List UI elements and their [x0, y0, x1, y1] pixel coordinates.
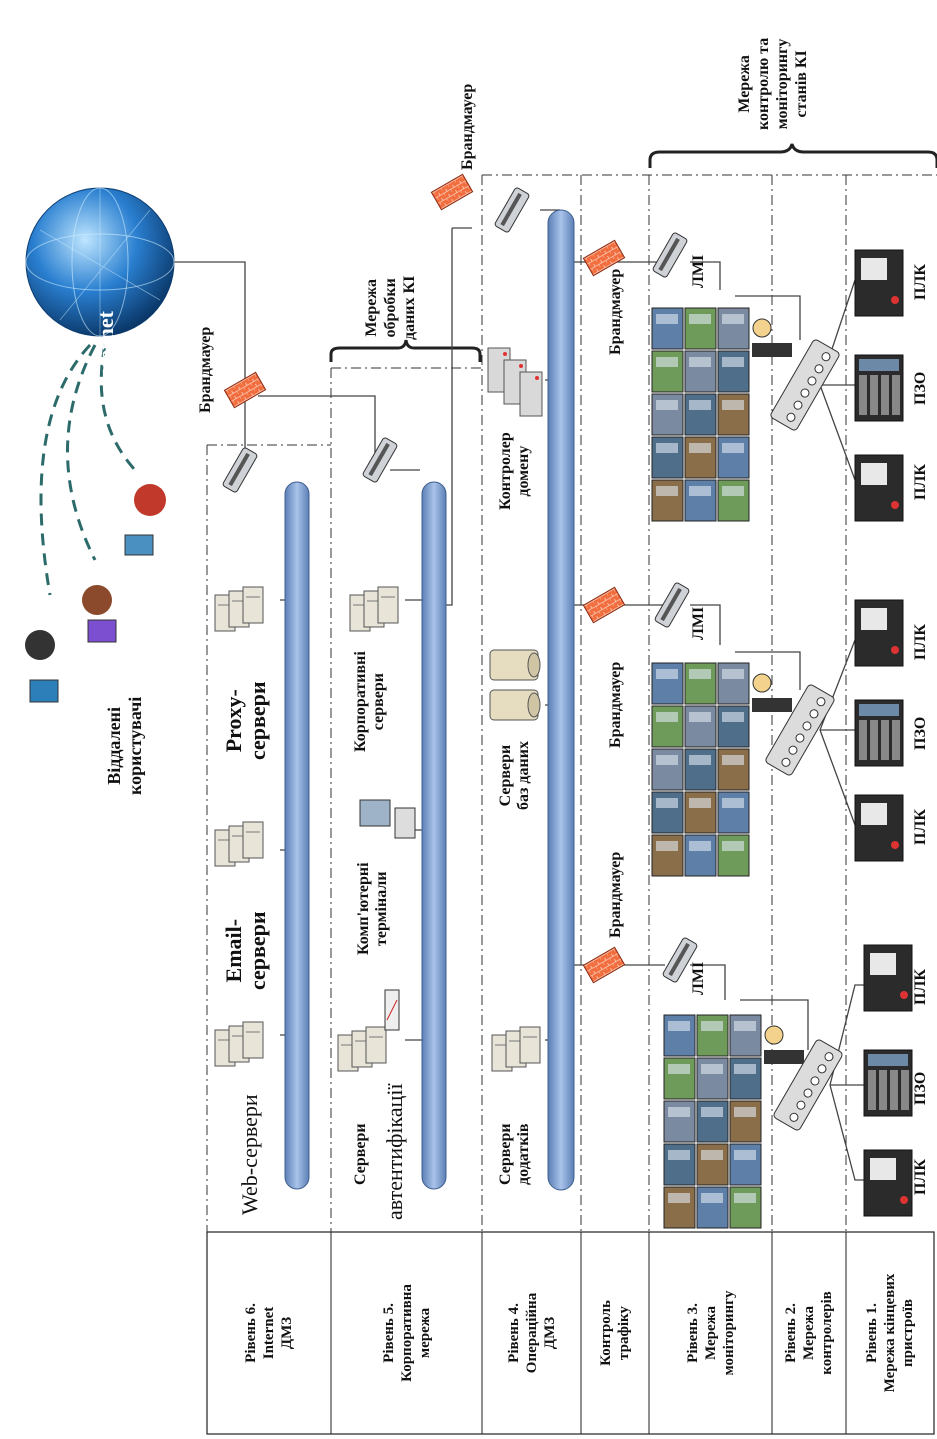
network-buses	[284, 209, 575, 1191]
pzo-device-icon	[854, 699, 904, 767]
pzo-label: ПЗО	[912, 371, 929, 405]
plc-label: ПЛК	[912, 1159, 929, 1195]
dmz-zone-label: Мережа обробки даних КІ	[363, 275, 418, 340]
plc-device-icon	[854, 249, 904, 317]
pzo-device-icon	[854, 354, 904, 422]
firewall-label: Брандмауер	[197, 326, 214, 413]
internet-label: Internet	[93, 311, 118, 388]
plc-device-icon	[863, 944, 913, 1012]
firewall-icon	[582, 586, 626, 624]
hmi-label: ЛМІ	[690, 961, 707, 995]
firewall-label: Брандмауер	[459, 83, 476, 170]
pzo-label: ПЗО	[912, 716, 929, 750]
domain-controller-icon	[487, 347, 543, 417]
plc-device-icon	[854, 454, 904, 522]
terminals-label: Комп'ютерні термінали	[355, 862, 390, 955]
terminal-icon	[359, 799, 416, 839]
firewall-icon	[223, 371, 267, 409]
remote-users-label: Віддалені користувачі	[104, 696, 145, 795]
auth-servers-label-top: Сервери	[352, 1123, 369, 1185]
switch-icon	[362, 437, 398, 483]
db-servers-label: Сервери баз даних	[497, 741, 532, 810]
email-servers-label: Email- сервери	[221, 911, 270, 990]
bus-level-6	[284, 481, 310, 1190]
level-table	[206, 1231, 935, 1435]
auth-servers-label-bottom: автентифікації	[382, 1083, 407, 1220]
level-6-label: Рівень 6. Internet ДМЗ	[243, 1303, 295, 1363]
bus-level-5	[421, 481, 447, 1190]
firewall-icon	[582, 239, 626, 277]
devices	[214, 187, 913, 1229]
firewall-label: Брандмауер	[607, 268, 624, 355]
database-server-icon	[489, 689, 541, 721]
zone-separators	[206, 174, 937, 1232]
plc-label: ПЛК	[912, 969, 929, 1005]
app-servers-label: Сервери додатків	[497, 1123, 532, 1185]
plc-device-icon	[854, 794, 904, 862]
hmi-label: ЛМІ	[690, 254, 707, 288]
level-1-label: Рівень 1. Мережа кінцевих пристроїв	[864, 1273, 916, 1393]
switch-icon	[494, 187, 530, 233]
database-server-icon	[489, 649, 541, 681]
domain-controller-label: Контролер домену	[497, 432, 532, 510]
plc-label: ПЛК	[912, 809, 929, 845]
firewall-icon	[582, 946, 626, 984]
proxy-servers-label: Proxy- сервери	[221, 681, 270, 760]
control-zone-label: Мережа контролю та моніторингу станів КІ	[736, 37, 810, 130]
plc-label: ПЛК	[912, 464, 929, 500]
remote-user-icon	[25, 484, 166, 703]
bus-level-4	[547, 209, 575, 1191]
switch-icon	[654, 582, 690, 628]
plc-label: ПЛК	[912, 624, 929, 660]
dmz-brace	[329, 339, 482, 362]
firewall-icon	[430, 173, 474, 211]
hmi-screens-icon	[663, 1014, 804, 1229]
level-4-label: Рівень 4. Операційна ДМЗ	[505, 1292, 558, 1374]
level-2-label: Рівень 2. Мережа контролерів	[783, 1291, 835, 1375]
web-server-icon	[214, 1021, 264, 1067]
firewall-label: Брандмауер	[607, 661, 624, 748]
proxy-server-icon	[214, 586, 264, 632]
internet-globe-icon	[25, 187, 175, 337]
hmi-label: ЛМІ	[690, 606, 707, 640]
plc-device-icon	[863, 1149, 913, 1217]
app-server-icon	[491, 1026, 541, 1072]
controller-hub-icon	[773, 1039, 843, 1131]
pzo-label: ПЗО	[912, 1071, 929, 1105]
pzo-device-icon	[863, 1049, 913, 1117]
corporate-server-icon	[349, 586, 399, 632]
corporate-servers-label: Корпоративні сервери	[352, 651, 387, 752]
auth-device-icon	[384, 989, 400, 1031]
switch-icon	[662, 937, 698, 983]
controller-hub-icon	[770, 339, 840, 431]
firewall-label: Брандмауер	[607, 851, 624, 938]
web-servers-label: Web-сервери	[237, 1094, 262, 1215]
control-brace	[648, 143, 937, 168]
level-5-label: Рівень 5. Корпоративна мережа	[380, 1284, 433, 1382]
hmi-screens-icon	[651, 662, 792, 877]
auth-server-icon	[337, 1026, 387, 1072]
hmi-screens-icon	[651, 307, 792, 522]
controller-hub-icon	[765, 684, 835, 776]
firewalls	[223, 173, 626, 984]
switch-icon	[222, 447, 258, 493]
switch-icon	[652, 232, 688, 278]
traffic-label: Контроль трафіку	[598, 1300, 632, 1366]
plc-device-icon	[854, 599, 904, 667]
email-server-icon	[214, 821, 264, 867]
remote-access-arrows	[39, 343, 137, 596]
level-3-label: Рівень 3. Мережа моніторингу	[684, 1290, 737, 1376]
plc-label: ПЛК	[912, 264, 929, 300]
